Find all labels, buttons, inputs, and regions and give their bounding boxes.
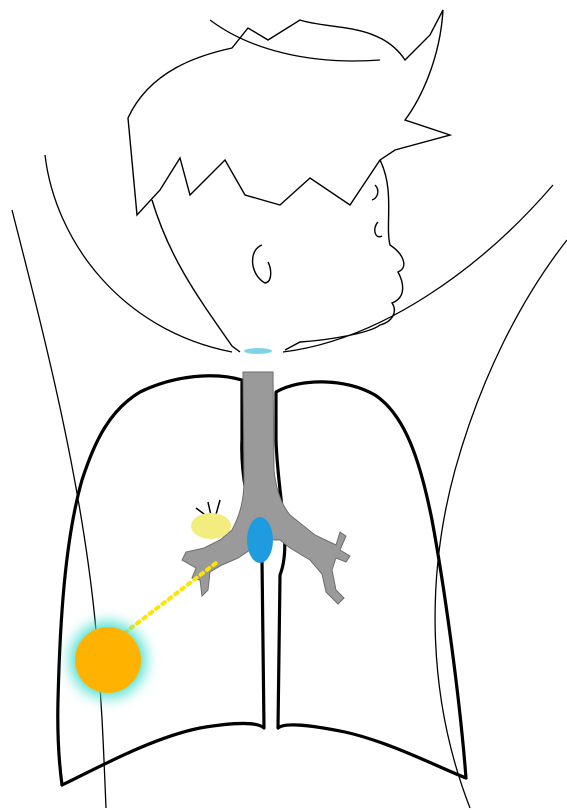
face-outline [152,160,404,352]
left-shoulder-line [45,155,232,352]
hilar-lesion [191,513,231,539]
peripheral-lesion-core [75,627,141,693]
mediastinal-lesion [247,517,273,563]
right-shoulder-line [283,185,553,352]
head [128,10,450,352]
ear-outline [253,245,271,283]
nostril-mark [375,222,382,237]
eye-mark [372,185,378,200]
left-lung-outline [276,382,466,778]
right-arm-line [435,240,567,808]
right-lung-outline [58,376,264,785]
lesion-link-line [118,563,216,638]
top-arc-line [210,20,380,61]
neck-lesion [244,348,272,354]
hair-outline [128,10,450,215]
peripheral-lesion [70,622,146,698]
